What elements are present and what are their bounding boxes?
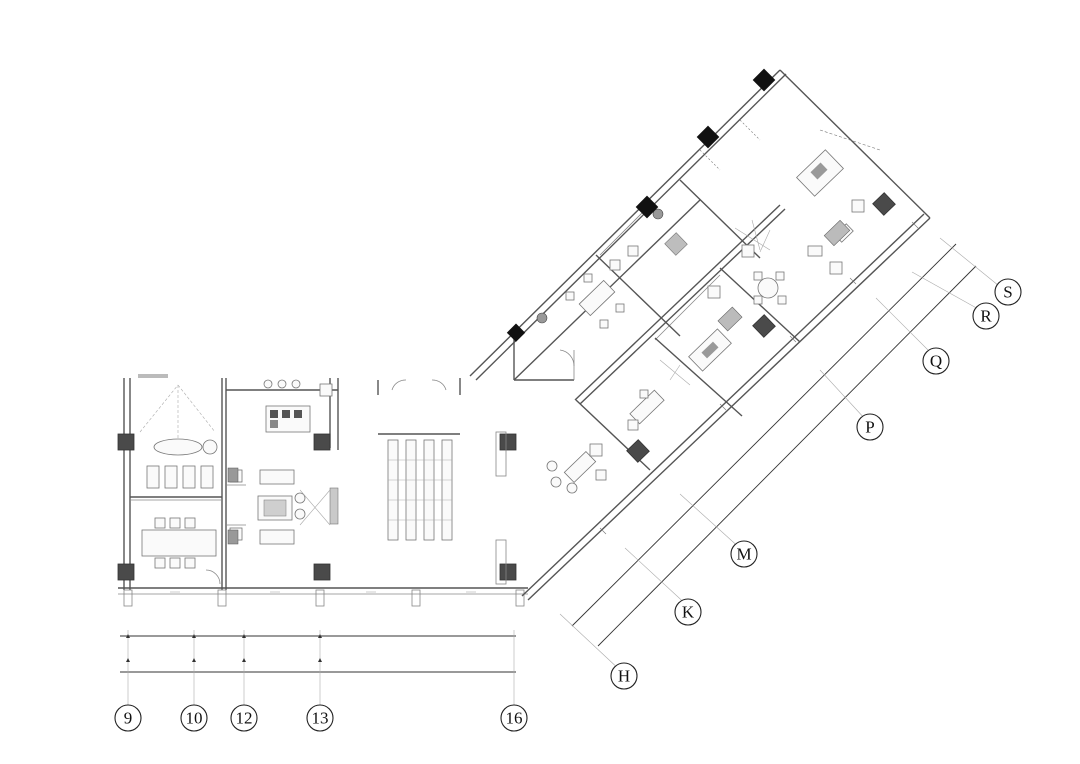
left-dimension-lines	[120, 630, 516, 706]
grid-bubble-p: P	[856, 413, 884, 441]
svg-text:M: M	[736, 545, 751, 564]
grid-bubble-h: H	[610, 662, 638, 690]
grid-bubble-k: K	[674, 598, 702, 626]
grid-bubble-16: 16	[500, 704, 528, 732]
svg-text:R: R	[980, 307, 992, 326]
grid-bubble-13: 13	[306, 704, 334, 732]
director-office-furniture	[796, 149, 865, 275]
svg-text:9: 9	[124, 709, 133, 728]
svg-text:12: 12	[236, 709, 253, 728]
svg-text:13: 13	[312, 709, 329, 728]
office-room-furniture	[546, 306, 743, 494]
svg-text:K: K	[682, 603, 695, 622]
grid-bubble-q: Q	[922, 347, 950, 375]
grid-bubble-10: 10	[180, 704, 208, 732]
rotated-wing	[469, 68, 931, 601]
grid-axis-bubbles-rotated: H K M P Q R S	[610, 278, 1022, 690]
grid-bubble-m: M	[730, 540, 758, 568]
svg-text:10: 10	[186, 709, 203, 728]
grid-bubble-9: 9	[114, 704, 142, 732]
meeting-room-furniture	[565, 245, 639, 329]
lounge-furniture	[707, 219, 787, 305]
svg-text:16: 16	[506, 709, 523, 728]
bottom-piers	[123, 589, 525, 607]
left-wing	[117, 374, 528, 595]
grid-axis-bubbles-left: 9 10 12 13 16	[114, 704, 528, 732]
svg-text:P: P	[865, 418, 874, 437]
grid-arrow-ticks	[126, 634, 322, 662]
grid-bubble-12: 12	[230, 704, 258, 732]
svg-text:H: H	[618, 667, 630, 686]
svg-text:S: S	[1003, 283, 1012, 302]
grid-bubble-s: S	[994, 278, 1022, 306]
svg-text:Q: Q	[930, 352, 942, 371]
rotated-dimension-lines	[559, 237, 1005, 673]
desk-rows	[387, 439, 453, 541]
grid-bubble-r: R	[972, 302, 1000, 330]
